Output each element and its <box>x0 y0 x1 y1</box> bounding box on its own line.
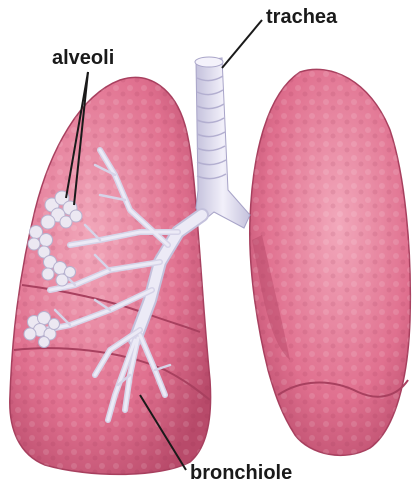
trachea-tube <box>195 57 250 228</box>
bronchiole-label: bronchiole <box>190 462 292 485</box>
right-lung <box>250 69 411 455</box>
trachea-leader-line <box>222 20 262 68</box>
trachea-label: trachea <box>266 6 337 29</box>
alveoli-label: alveoli <box>52 47 114 70</box>
